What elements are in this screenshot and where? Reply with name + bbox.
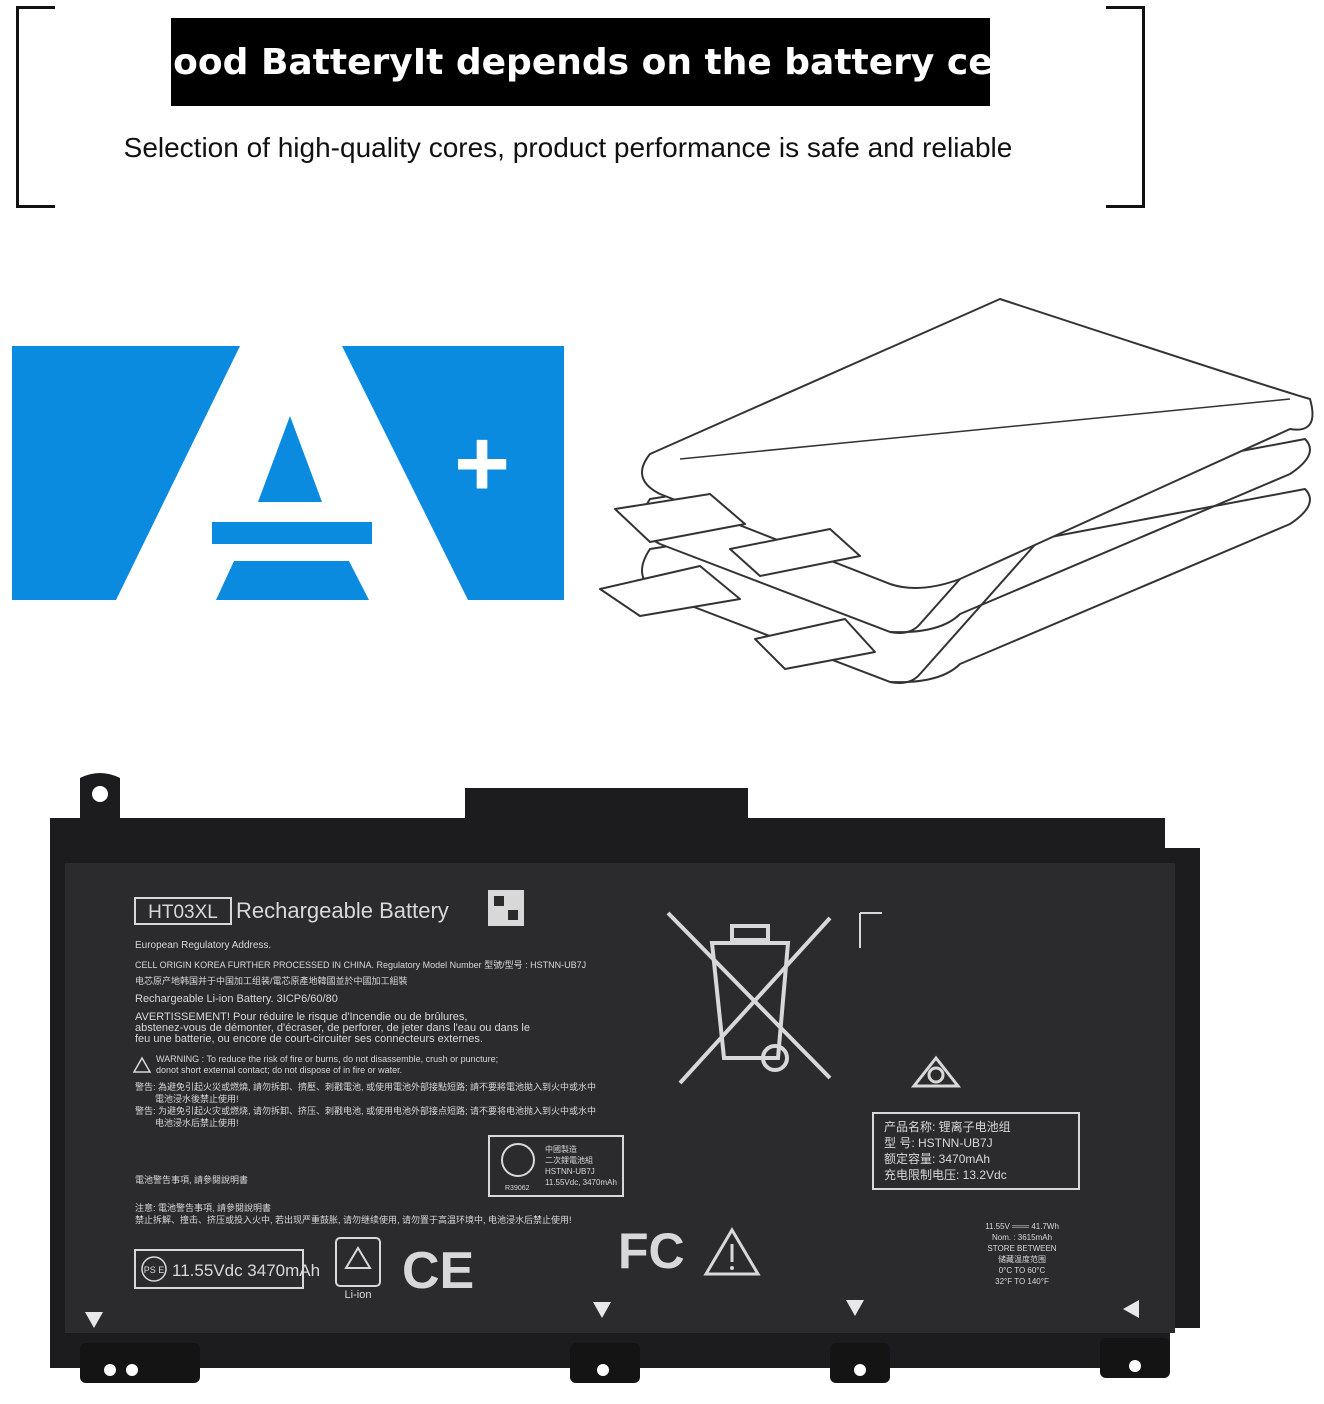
recycle-icon xyxy=(335,1237,381,1287)
tw-box-line-2: 二次鋰電池組 xyxy=(545,1155,593,1165)
tab-1 xyxy=(614,493,746,543)
spec-line-3: STORE BETWEEN xyxy=(987,1244,1056,1253)
cn-warning-3: 警告: 为避免引起火灾或燃烧, 请勿拆卸、挤压、刺戳电池, 或使用电池外部接点短… xyxy=(135,1105,596,1116)
pse-mark-icon xyxy=(141,1256,167,1282)
eu-address: European Regulatory Address. xyxy=(135,940,271,951)
left-bracket xyxy=(16,6,55,208)
warning-triangle-small-icon xyxy=(132,1056,152,1073)
en-warning-2: donot short external contact; do not dis… xyxy=(156,1065,402,1075)
cn-box-line-1: 产品名称: 锂离子电池组 xyxy=(884,1119,1011,1134)
cn-box-line-2: 型 号: HSTNN-UB7J xyxy=(884,1136,993,1150)
fr-warning-1: AVERTISSEMENT! Pour réduire le risque d'… xyxy=(135,1011,467,1023)
warning-triangle-icon xyxy=(703,1227,761,1276)
subtitle-text: Selection of high-quality cores, product… xyxy=(123,132,1013,163)
spec-line-2: Nom. : 3615mAh xyxy=(992,1233,1052,1242)
plus-sign: + xyxy=(454,410,510,517)
letter-a-bar-gap xyxy=(212,522,372,544)
spec-line-6: 32°F TO 140°F xyxy=(995,1277,1049,1286)
rating-box xyxy=(134,1249,304,1289)
spec-line-4: 储藏温度范围 xyxy=(998,1254,1046,1264)
rating-text: 11.55Vdc 3470mAh xyxy=(172,1261,320,1280)
rcm-mark-icon xyxy=(910,1055,962,1088)
ce-mark: CE xyxy=(402,1242,474,1300)
bsmi-mark-icon xyxy=(501,1143,535,1177)
product-name: Rechargeable Battery xyxy=(236,898,449,923)
tw-cert-box xyxy=(488,1135,624,1197)
cn-notice-1: 注意: 電池警告事項, 請參閱說明書 xyxy=(135,1202,271,1213)
cell-top xyxy=(641,298,1314,589)
tab-3 xyxy=(754,618,876,670)
cell-origin: CELL ORIGIN KOREA FURTHER PROCESSED IN C… xyxy=(135,959,586,970)
headline-banner: Good BatteryIt depends on the battery ce… xyxy=(144,18,1017,106)
cn-notice-2: 禁止拆解、撞击、挤压或投入火中, 若出现严重鼓胀, 请勿继续使用, 请勿置于高温… xyxy=(135,1214,572,1225)
mount-hole-2 xyxy=(1177,820,1193,836)
tab-4 xyxy=(729,528,861,577)
grade-badge: + xyxy=(12,346,564,600)
cn-warning-2: 電池浸水後禁止使用! xyxy=(155,1093,239,1104)
cn-box-line-3: 额定容量: 3470mAh xyxy=(884,1151,990,1166)
cn-warning-1: 警告: 為避免引起火災或燃燒, 請勿拆卸、擠壓、刺戳電池, 或使用電池外部接點短… xyxy=(135,1081,596,1092)
tw-box-code: R39062 xyxy=(505,1185,530,1192)
pse-mark: PS E xyxy=(144,1265,165,1275)
tw-notice: 電池警告事項, 請參閱說明書 xyxy=(135,1174,248,1185)
spec-line-1: 11.55V ═══ 41.7Wh xyxy=(985,1222,1059,1231)
cn-box-line-4: 充电限制电压: 13.2Vdc xyxy=(884,1167,1007,1182)
battery-cells-illustration xyxy=(599,298,1314,684)
headline-text: Good BatteryIt depends on the battery ce… xyxy=(143,41,1018,83)
letter-a-counter xyxy=(258,416,322,502)
label-panel xyxy=(65,863,1175,1333)
qr-code xyxy=(488,890,524,926)
fcc-mark: FC xyxy=(618,1223,685,1279)
right-bracket xyxy=(1106,6,1145,208)
model-number: HT03XL xyxy=(148,902,218,923)
cell-origin-cn: 电芯原产地韩国并于中国加工组装/電芯原產地韓國並於中國加工組裝 xyxy=(135,975,408,986)
fr-warning-2: abstenez-vous de démonter, d'écraser, de… xyxy=(135,1022,530,1034)
recycle-label: Li-ion xyxy=(345,1289,372,1301)
tab-2 xyxy=(599,565,741,617)
orientation-arrows xyxy=(85,1300,1139,1328)
tw-box-line-4: 11.55Vdc, 3470mAh xyxy=(545,1178,617,1187)
crossed-bin-icon xyxy=(666,911,832,1085)
tw-box-line-1: 中國製造 xyxy=(545,1144,577,1154)
cell-type: Rechargeable Li-ion Battery. 3ICP6/60/80 xyxy=(135,993,338,1005)
fr-warning-3: feu une batterie, ou encore de court-cir… xyxy=(135,1033,483,1045)
battery-pack: HT03XL Rechargeable Battery European Reg… xyxy=(50,773,1200,1383)
en-warning-1: WARNING : To reduce the risk of fire or … xyxy=(156,1054,498,1064)
spec-line-5: 0°C TO 60°C xyxy=(999,1266,1046,1275)
cn-spec-box xyxy=(872,1112,1080,1190)
tw-box-line-3: HSTNN-UB7J xyxy=(545,1167,595,1176)
mount-hole-1 xyxy=(92,786,108,802)
model-box xyxy=(134,897,232,925)
corner-mark xyxy=(859,912,882,948)
cn-warning-4: 电池浸水后禁止使用! xyxy=(155,1117,239,1128)
